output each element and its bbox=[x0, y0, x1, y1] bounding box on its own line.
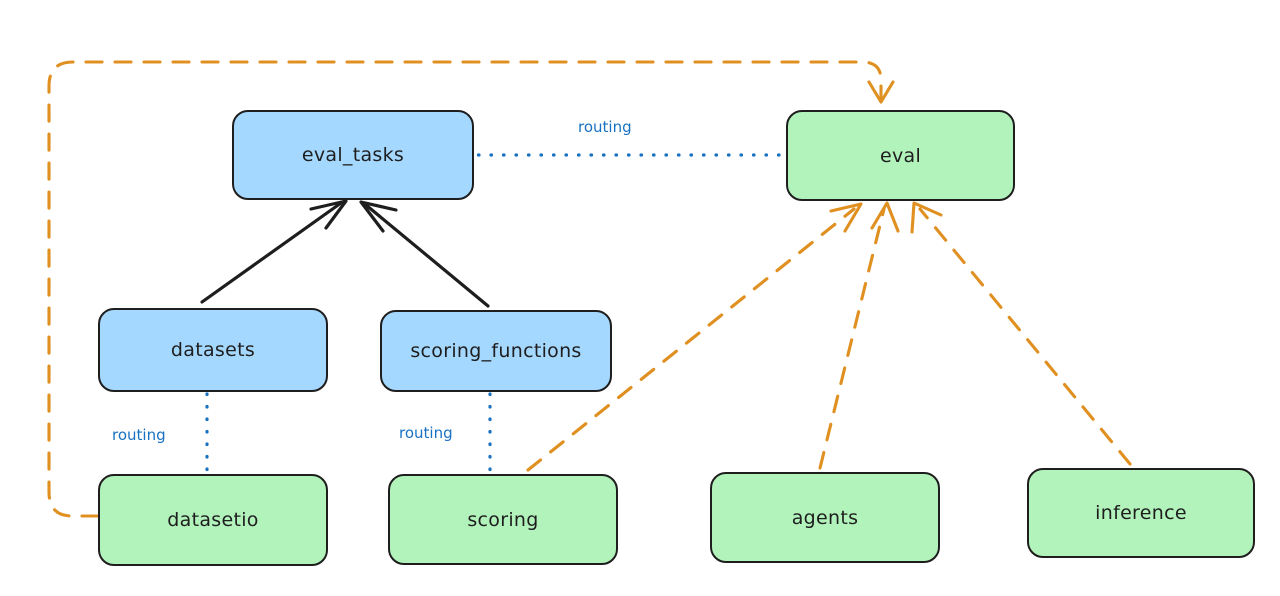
edge-datasets-eval-tasks bbox=[200, 199, 348, 304]
node-datasetio[interactable]: datasetio bbox=[98, 474, 328, 566]
edge-inference-eval bbox=[910, 201, 1132, 466]
edge-label-routing-datasets-datasetio: routing bbox=[112, 426, 166, 444]
node-eval-tasks[interactable]: eval_tasks bbox=[232, 110, 474, 200]
node-label-eval-tasks: eval_tasks bbox=[301, 144, 405, 166]
node-agents[interactable]: agents bbox=[710, 472, 940, 563]
node-label-eval: eval bbox=[879, 144, 922, 167]
edge-datasetio-eval bbox=[47, 60, 895, 518]
node-label-inference: inference bbox=[1095, 502, 1187, 524]
edge-scoring-functions-eval-tasks bbox=[359, 200, 490, 308]
node-scoring[interactable]: scoring bbox=[388, 474, 618, 565]
edge-scoring-eval bbox=[526, 202, 863, 472]
node-label-datasetio: datasetio bbox=[167, 509, 259, 531]
node-datasets[interactable]: datasets bbox=[98, 308, 328, 392]
node-label-agents: agents bbox=[791, 506, 859, 529]
node-label-datasets: datasets bbox=[170, 339, 256, 361]
node-label-scoring-functions: scoring_functions bbox=[410, 340, 582, 362]
edge-label-routing-eval-tasks-eval: routing bbox=[578, 118, 632, 136]
node-scoring-functions[interactable]: scoring_functions bbox=[380, 310, 612, 392]
edge-label-routing-scoring-functions-scoring: routing bbox=[399, 424, 453, 442]
node-eval[interactable]: eval bbox=[786, 110, 1015, 201]
node-label-scoring: scoring bbox=[467, 508, 539, 531]
node-inference[interactable]: inference bbox=[1027, 468, 1255, 558]
edge-agents-eval bbox=[818, 201, 900, 470]
